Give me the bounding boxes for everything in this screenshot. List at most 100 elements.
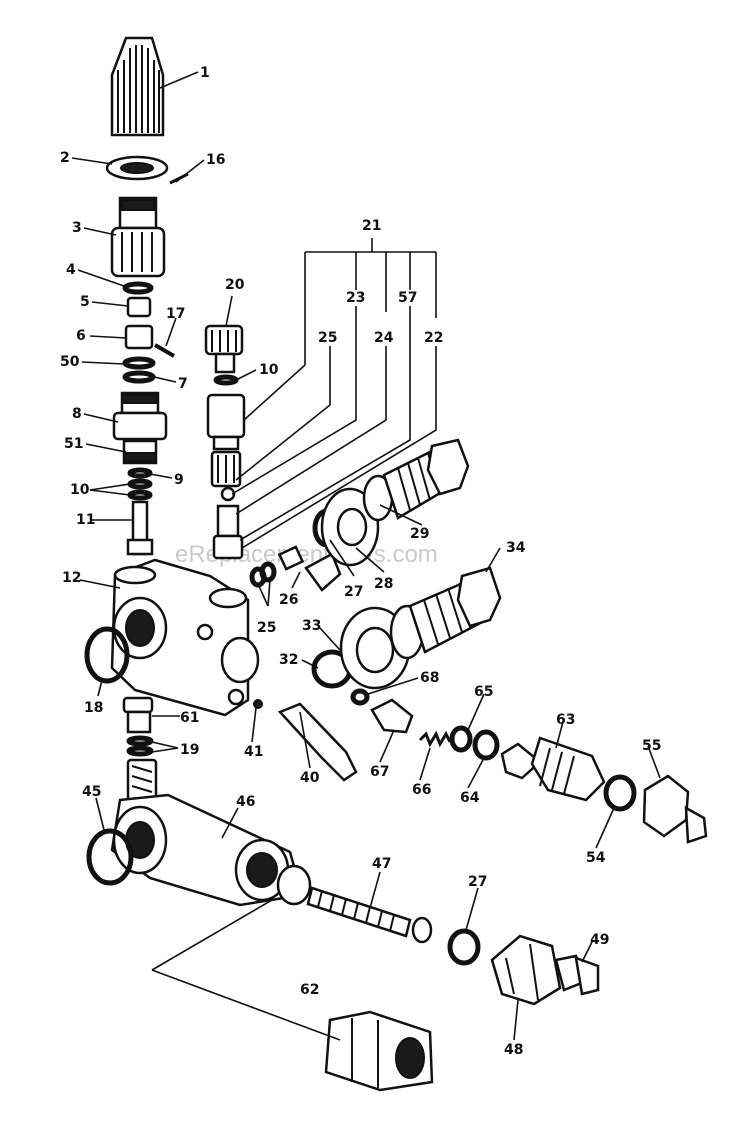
part-oring-7 bbox=[122, 370, 156, 384]
callout-12: 12 bbox=[62, 570, 81, 586]
callout-67: 67 bbox=[370, 764, 389, 780]
part-valve-body bbox=[206, 393, 246, 488]
callout-19: 19 bbox=[180, 742, 199, 758]
callout-49: 49 bbox=[590, 932, 609, 948]
part-oring-54 bbox=[603, 774, 637, 812]
part-pin-40 bbox=[277, 702, 358, 782]
part-fitting-29 bbox=[362, 438, 470, 522]
callout-61: 61 bbox=[180, 710, 199, 726]
callout-27b: 27 bbox=[468, 874, 487, 890]
callout-7: 7 bbox=[178, 376, 188, 392]
part-washer-2 bbox=[105, 155, 169, 181]
part-stem-11 bbox=[126, 500, 154, 556]
callout-54: 54 bbox=[586, 850, 606, 866]
part-manifold-12 bbox=[110, 558, 260, 717]
callout-50: 50 bbox=[60, 354, 80, 370]
part-oring-27b bbox=[447, 928, 481, 966]
part-fitting-63 bbox=[500, 736, 606, 802]
callout-23: 23 bbox=[346, 290, 365, 306]
part-oring-18 bbox=[84, 626, 130, 684]
callout-22: 22 bbox=[424, 330, 443, 346]
callout-4: 4 bbox=[66, 262, 76, 278]
part-body-8 bbox=[112, 391, 168, 441]
callout-66: 66 bbox=[412, 782, 431, 798]
part-nipple-49 bbox=[554, 954, 600, 996]
callout-62: 62 bbox=[300, 982, 319, 998]
part-oring-45 bbox=[86, 828, 134, 886]
callout-57: 57 bbox=[398, 290, 417, 306]
part-seat-61 bbox=[122, 696, 154, 734]
callout-63: 63 bbox=[556, 712, 575, 728]
part-orings-19 bbox=[126, 735, 154, 757]
part-spring-66 bbox=[418, 730, 452, 748]
callout-17: 17 bbox=[166, 306, 185, 322]
part-orings-9-10 bbox=[127, 467, 153, 501]
part-nut-55 bbox=[642, 774, 708, 844]
callout-68: 68 bbox=[420, 670, 439, 686]
part-fitting-34 bbox=[389, 566, 502, 660]
part-knob-1 bbox=[110, 36, 165, 137]
callout-10a: 10 bbox=[70, 482, 90, 498]
callout-3: 3 bbox=[72, 220, 82, 236]
callout-40: 40 bbox=[300, 770, 320, 786]
callout-11: 11 bbox=[76, 512, 95, 528]
part-oring-4 bbox=[122, 281, 154, 295]
callout-46: 46 bbox=[236, 794, 255, 810]
leader-lines bbox=[71, 71, 661, 1041]
callout-18: 18 bbox=[84, 700, 103, 716]
part-seat-22 bbox=[212, 504, 244, 560]
callout-5: 5 bbox=[80, 294, 90, 310]
callout-10b: 10 bbox=[259, 362, 279, 378]
part-oring-64 bbox=[472, 729, 500, 761]
part-housing-3 bbox=[110, 196, 166, 278]
callout-41: 41 bbox=[244, 744, 263, 760]
callout-20: 20 bbox=[225, 277, 245, 293]
part-seat-5 bbox=[126, 296, 152, 318]
callout-47: 47 bbox=[372, 856, 391, 872]
callout-26: 26 bbox=[279, 592, 298, 608]
part-manifold-46 bbox=[110, 793, 312, 907]
callout-48: 48 bbox=[504, 1042, 523, 1058]
callout-6: 6 bbox=[76, 328, 86, 344]
callout-25a: 25 bbox=[318, 330, 337, 346]
callout-65: 65 bbox=[474, 684, 493, 700]
part-oring-50 bbox=[122, 356, 156, 370]
part-washer-28 bbox=[320, 487, 380, 567]
callout-64: 64 bbox=[460, 790, 480, 806]
callout-45: 45 bbox=[82, 784, 101, 800]
callout-27a: 27 bbox=[344, 584, 363, 600]
callout-29: 29 bbox=[410, 526, 429, 542]
part-orings-25 bbox=[249, 561, 277, 588]
part-nut-51 bbox=[122, 439, 158, 465]
callout-8: 8 bbox=[72, 406, 82, 422]
callout-34: 34 bbox=[506, 540, 526, 556]
callout-labels: 1 2 16 3 4 5 6 17 50 7 8 51 9 10 11 12 1… bbox=[60, 65, 661, 1058]
part-oring-65 bbox=[449, 725, 473, 753]
part-cap-20 bbox=[204, 324, 244, 374]
part-spring-47 bbox=[306, 886, 433, 944]
callout-16: 16 bbox=[206, 152, 225, 168]
part-stem-lower bbox=[126, 758, 158, 804]
part-ball-41 bbox=[253, 699, 263, 709]
callout-1: 1 bbox=[200, 65, 210, 81]
callout-28: 28 bbox=[374, 576, 393, 592]
callout-32: 32 bbox=[279, 652, 298, 668]
part-nut-48 bbox=[490, 934, 562, 1006]
callout-24: 24 bbox=[374, 330, 394, 346]
part-pin-17 bbox=[153, 343, 176, 358]
part-coupler-62 bbox=[324, 1010, 434, 1092]
part-ball-24 bbox=[220, 486, 236, 502]
part-ring-68 bbox=[350, 688, 370, 706]
callout-21: 21 bbox=[362, 218, 381, 234]
part-plunger-67 bbox=[370, 698, 414, 734]
callout-51: 51 bbox=[64, 436, 83, 452]
callout-55: 55 bbox=[642, 738, 661, 754]
part-oring-10b bbox=[213, 374, 239, 386]
callout-2: 2 bbox=[60, 150, 70, 166]
part-fitting-26 bbox=[277, 545, 342, 592]
part-stem-6 bbox=[124, 324, 154, 350]
callout-33: 33 bbox=[302, 618, 321, 634]
callout-25b: 25 bbox=[257, 620, 276, 636]
callout-9: 9 bbox=[174, 472, 184, 488]
